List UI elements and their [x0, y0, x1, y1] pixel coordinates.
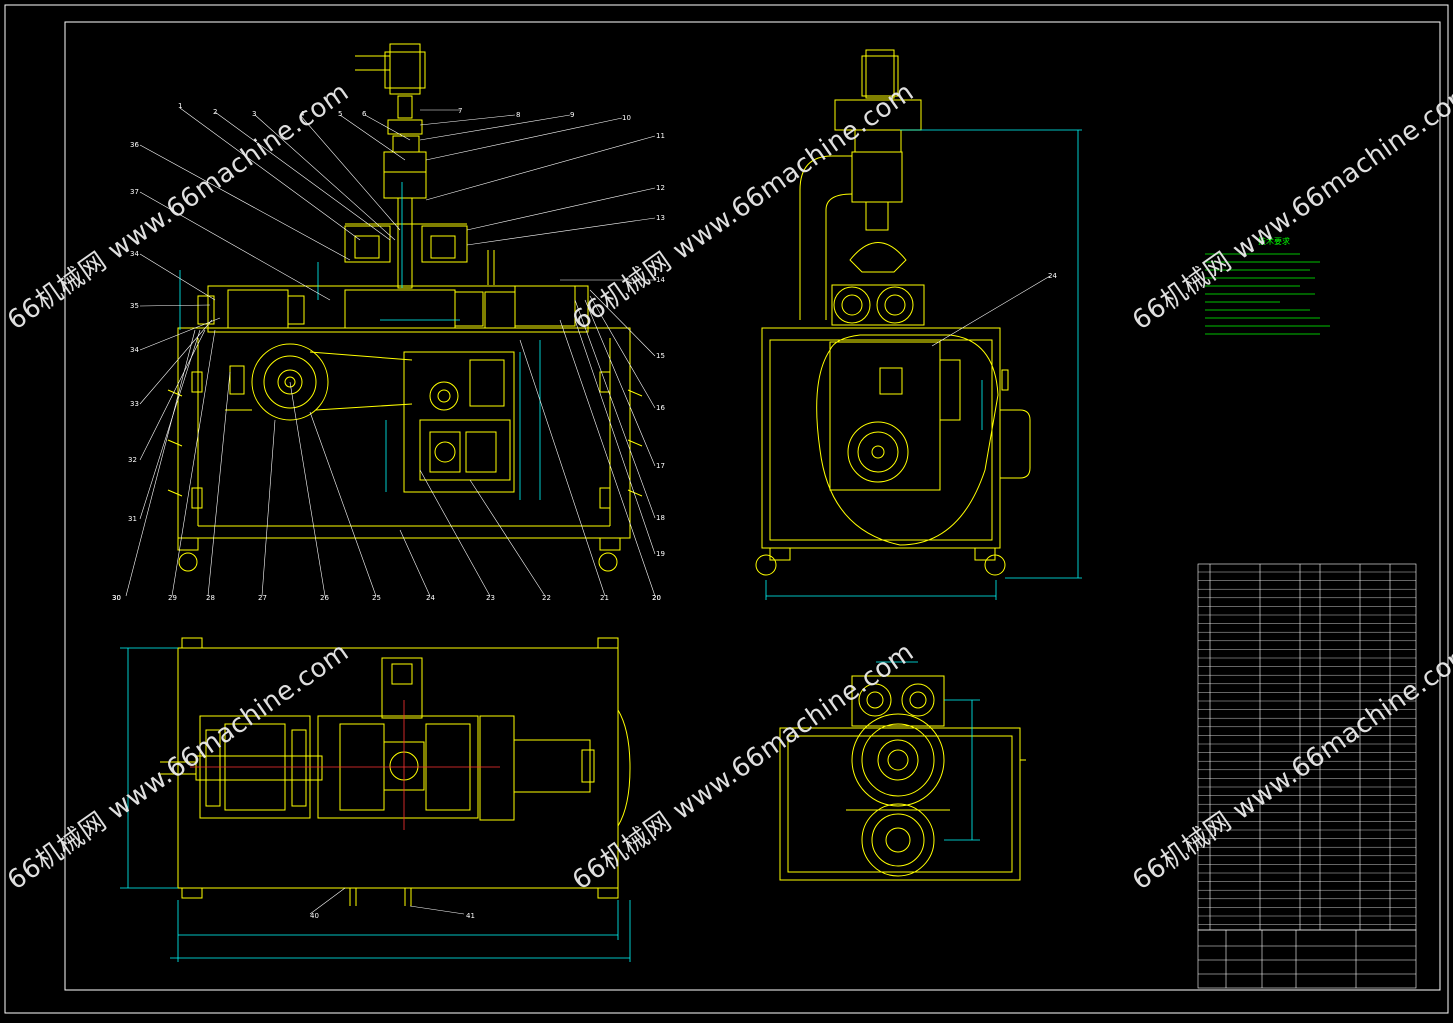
callout-number: 16	[656, 404, 665, 412]
callout-number: 23	[486, 594, 495, 602]
callout-number: 5	[338, 110, 342, 118]
callout-number: 32	[128, 456, 137, 464]
callout-number: 26	[320, 594, 329, 602]
outer-border	[4, 4, 1449, 1014]
callout-number: 20	[652, 594, 661, 602]
callout-number: 19	[656, 550, 665, 558]
parts-list-rows	[1198, 571, 1416, 925]
callout-number: 34	[130, 250, 139, 258]
callout-number: 22	[542, 594, 551, 602]
callout-number: 2	[213, 108, 217, 116]
callout-number: 25	[372, 594, 381, 602]
callout-number: 9	[570, 111, 574, 119]
front-view-dimensions	[179, 182, 541, 500]
callout-number: 33	[130, 400, 139, 408]
callout-number: 41	[466, 912, 475, 920]
callout-number: 1	[178, 102, 182, 110]
callout-number: 13	[656, 214, 665, 222]
callout-number: 11	[656, 132, 665, 140]
callout-number: 10	[622, 114, 631, 122]
callout-number: 15	[656, 352, 665, 360]
callout-number: 24	[426, 594, 435, 602]
callout-number: 17	[656, 462, 665, 470]
tech-requirements-title: 技术要求	[1258, 236, 1290, 246]
front-view-leaders	[125, 107, 656, 597]
side-view-leaders	[931, 275, 1051, 347]
callout-number: 30	[112, 594, 121, 602]
section-view	[779, 675, 1026, 881]
callout-number: 30	[112, 594, 121, 602]
callout-number: 31	[128, 515, 137, 523]
callout-number: 6	[362, 110, 367, 118]
callout-number: 14	[656, 276, 665, 284]
callout-number: 8	[516, 111, 520, 119]
front-view	[167, 43, 643, 572]
callout-number: 36	[130, 141, 139, 149]
top-view-leaders	[309, 887, 465, 915]
callout-number: 20	[652, 594, 661, 602]
callout-number: 18	[656, 514, 665, 522]
callout-number: 7	[458, 107, 462, 115]
callout-number: 12	[656, 184, 665, 192]
section-view-dimensions	[876, 661, 980, 841]
side-view	[755, 49, 1031, 576]
top-view-dimensions	[120, 647, 631, 962]
tech-requirements	[1205, 253, 1330, 335]
callout-number: 21	[600, 594, 609, 602]
callout-number: 3	[252, 110, 256, 118]
top-view-centerline	[190, 700, 500, 830]
callout-number: 37	[130, 188, 139, 196]
callout-number: 24	[1048, 272, 1057, 280]
callout-number: 35	[130, 302, 139, 310]
callout-number: 29	[168, 594, 177, 602]
drawing-frame	[64, 21, 1441, 991]
callout-number: 40	[310, 912, 319, 920]
side-view-dimensions	[765, 129, 1082, 600]
callout-number: 27	[258, 594, 267, 602]
title-block	[1197, 929, 1417, 989]
callout-number: 4	[300, 110, 305, 118]
callout-number: 34	[130, 346, 139, 354]
callout-number: 28	[206, 594, 215, 602]
